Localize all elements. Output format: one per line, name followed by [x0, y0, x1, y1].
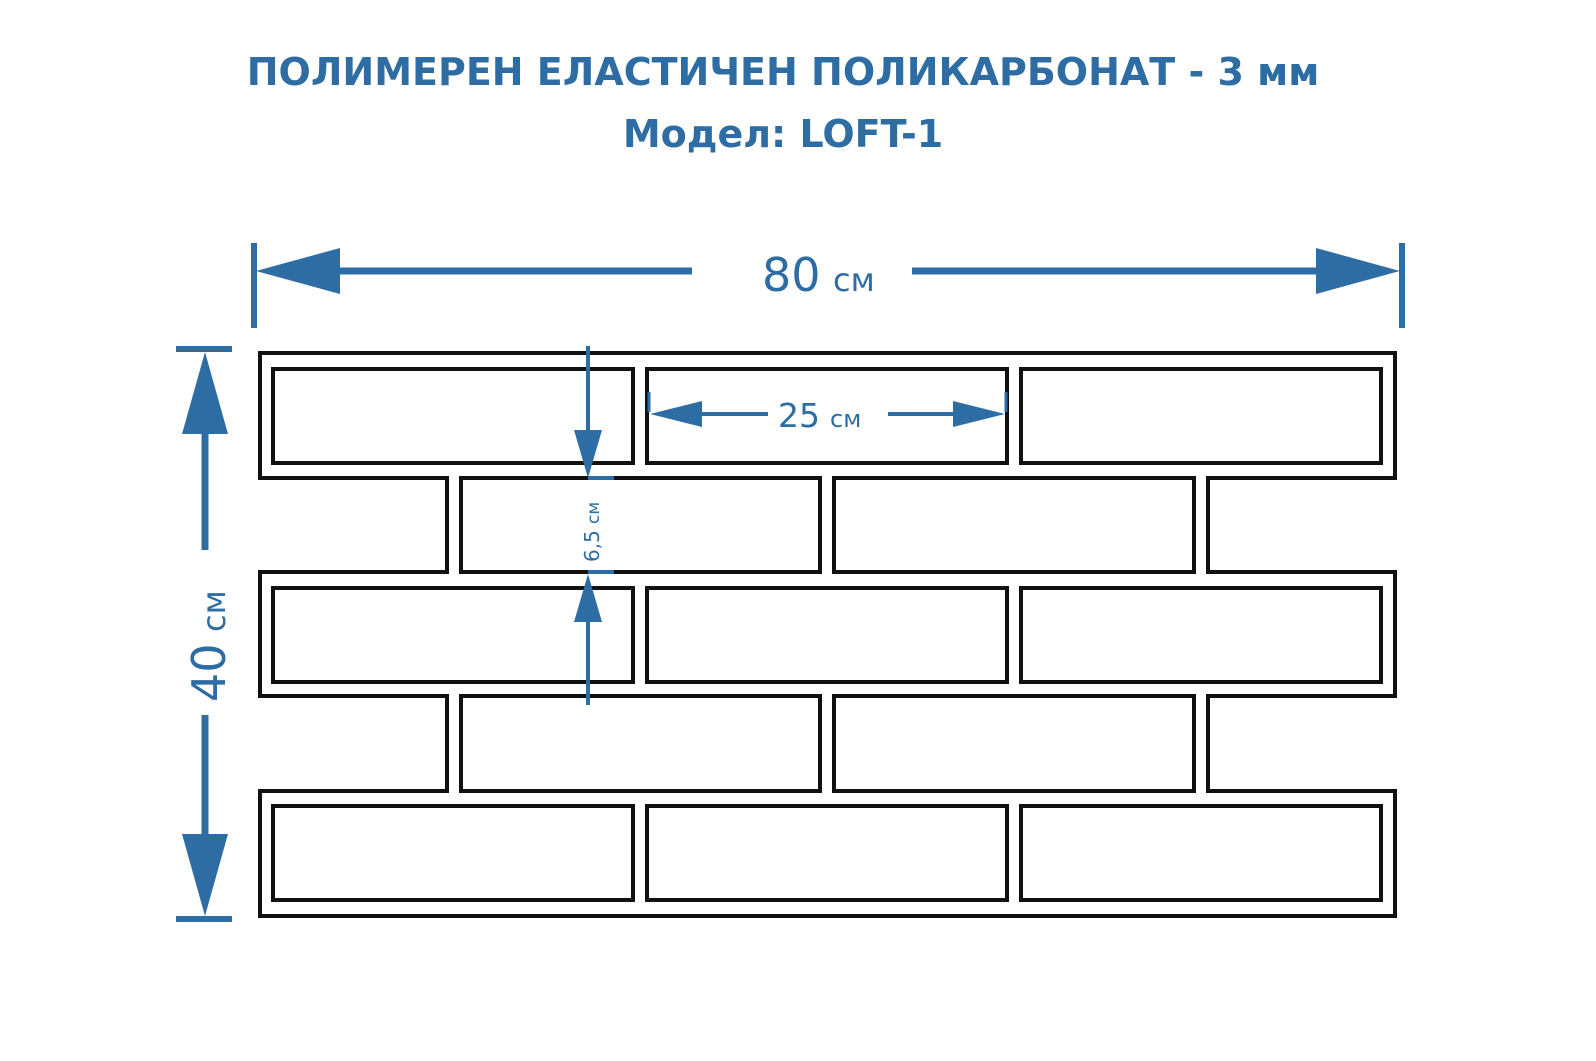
model-subtitle: Модел: LOFT-1: [622, 112, 944, 156]
panel-outline: [258, 351, 1397, 918]
width-unit: см: [833, 261, 875, 299]
brick: [271, 586, 635, 684]
brick: [459, 476, 822, 574]
brick: [645, 367, 1009, 465]
height-value: 40: [182, 643, 236, 702]
diagram-title: ПОЛИМЕРЕН ЕЛАСТИЧЕН ПОЛИКАРБОНАТ - 3 мм: [246, 50, 1320, 94]
brick-length-unit: см: [830, 405, 861, 433]
brick: [645, 804, 1009, 902]
height-unit: см: [195, 590, 233, 632]
brick: [832, 694, 1196, 793]
brick-height-arrow: [574, 346, 614, 705]
bricks: [271, 367, 1383, 902]
width-dimension-arrow: [251, 243, 1405, 328]
brick-length-arrow: [647, 392, 1008, 427]
brick-height-unit: см: [584, 502, 604, 524]
brick: [832, 476, 1196, 574]
brick: [459, 694, 822, 793]
brick: [1019, 367, 1383, 465]
width-value: 80: [762, 248, 821, 302]
brick: [645, 586, 1009, 684]
brick: [1019, 804, 1383, 902]
brick: [1019, 586, 1383, 684]
brick: [271, 367, 635, 465]
brick-length-value: 25: [778, 396, 820, 435]
height-dimension-arrow: [176, 346, 232, 922]
brick-height-value: 6,5: [580, 530, 604, 562]
brick: [271, 804, 635, 902]
